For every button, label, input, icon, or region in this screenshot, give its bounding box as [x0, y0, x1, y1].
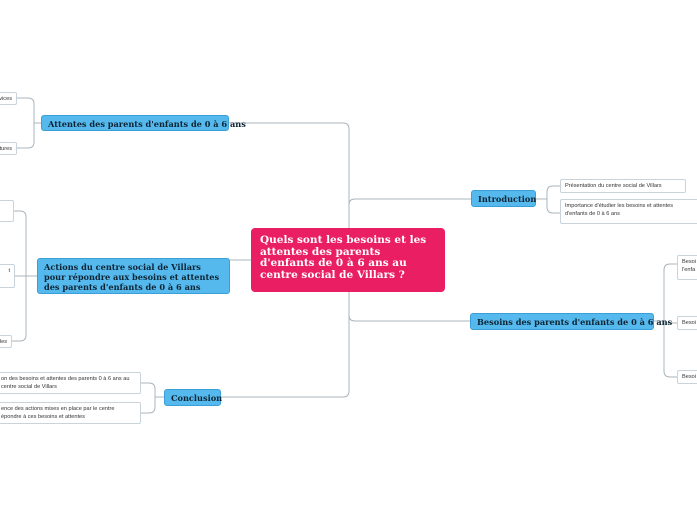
actions-child-2[interactable]: t	[0, 264, 15, 288]
branch-actions[interactable]: Actions du centre social de Villars pour…	[37, 258, 230, 294]
connector-root-besoins	[348, 292, 470, 322]
branch-besoins[interactable]: Besoins des parents d'enfants de 0 à 6 a…	[470, 313, 672, 330]
connector-actions-children	[12, 210, 37, 342]
central-topic[interactable]: Quels sont les besoins et les attentes d…	[251, 228, 445, 292]
besoins-child-1[interactable]: Besoi l'enfa	[677, 255, 697, 280]
attentes-child-1[interactable]: vices	[0, 92, 17, 105]
conclusion-child-1[interactable]: on des besoins et attentes des parents 0…	[0, 372, 141, 394]
branch-introduction[interactable]: Introduction	[471, 190, 536, 207]
besoins-child-3[interactable]: Besoi	[677, 370, 697, 384]
connector-attentes-children	[17, 97, 41, 149]
actions-child-3[interactable]: les	[0, 335, 12, 348]
conclusion-child-2[interactable]: ence des actions mises en place par le c…	[0, 402, 141, 424]
connector-root-conclusion	[221, 292, 350, 398]
attentes-child-2[interactable]: tures	[0, 142, 17, 155]
connector-conclusion-children	[141, 382, 164, 414]
introduction-child-1[interactable]: Présentation du centre social de Villars	[560, 179, 686, 193]
branch-conclusion[interactable]: Conclusion	[164, 389, 222, 406]
actions-child-1[interactable]	[0, 200, 14, 222]
besoins-child-2[interactable]: Besoi	[677, 316, 697, 330]
connector-introduction-children	[536, 185, 560, 214]
connector-besoins-children	[654, 263, 677, 378]
connector-root-introduction	[348, 198, 471, 228]
introduction-child-2[interactable]: Importance d'étudier les besoins et atte…	[560, 199, 697, 224]
connector-root-attentes	[229, 122, 350, 228]
branch-attentes[interactable]: Attentes des parents d'enfants de 0 à 6 …	[41, 115, 246, 131]
